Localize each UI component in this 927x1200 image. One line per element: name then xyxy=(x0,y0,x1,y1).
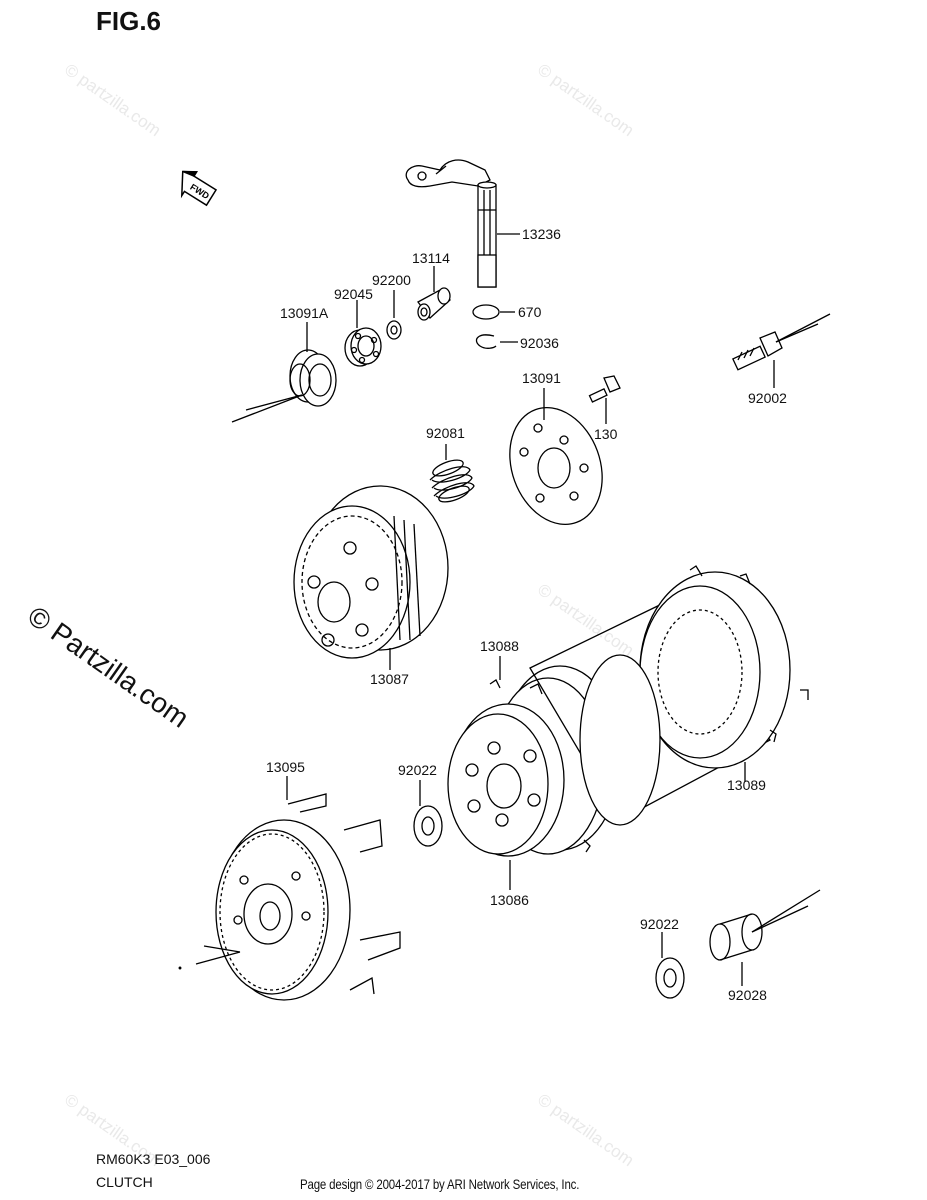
collar-92028 xyxy=(709,913,763,961)
cup-13091A xyxy=(289,349,337,407)
plate-pack-13089 xyxy=(529,565,809,826)
part-number-92081: 92081 xyxy=(426,425,465,441)
release-shaft-13236 xyxy=(405,159,497,288)
bolt-130 xyxy=(588,375,621,403)
part-number-92028: 92028 xyxy=(728,987,767,1003)
part-number-130: 130 xyxy=(594,426,618,442)
part-number-92002: 92002 xyxy=(748,390,787,406)
figure-name: CLUTCH xyxy=(96,1174,153,1190)
bushing-13114 xyxy=(417,287,451,321)
part-number-13114: 13114 xyxy=(412,250,450,266)
clutch-housing-13095 xyxy=(215,793,401,1001)
part-number-92022: 92022 xyxy=(398,762,437,778)
pressure-plate-13086 xyxy=(447,703,565,857)
part-number-92022-lower: 92022 xyxy=(640,916,679,932)
part-number-13091A: 13091A xyxy=(280,305,329,321)
page-credit: Page design © 2004-2017 by ARI Network S… xyxy=(300,1176,580,1192)
part-number-13236: 13236 xyxy=(522,226,561,242)
fwd-arrow-icon: FWD xyxy=(180,170,218,207)
part-number-92036: 92036 xyxy=(520,335,559,351)
bearing-92045 xyxy=(344,327,382,367)
part-number-13091: 13091 xyxy=(522,370,561,386)
bolt-92002 xyxy=(732,331,783,371)
part-number-92045: 92045 xyxy=(334,286,373,302)
part-number-13086: 13086 xyxy=(490,892,529,908)
figure-title: FIG.6 xyxy=(96,6,162,36)
plate-13091 xyxy=(509,406,603,526)
part-number-13087: 13087 xyxy=(370,671,409,687)
part-number-13089: 13089 xyxy=(727,777,766,793)
clutch-hub-13087 xyxy=(293,485,449,659)
part-number-13088: 13088 xyxy=(480,638,519,654)
part-number-670: 670 xyxy=(518,304,542,320)
part-number-13095: 13095 xyxy=(266,759,305,775)
spring-92081 xyxy=(429,459,475,503)
figure-code: RM60K3 E03_006 xyxy=(96,1151,211,1167)
part-number-92200: 92200 xyxy=(372,272,411,288)
